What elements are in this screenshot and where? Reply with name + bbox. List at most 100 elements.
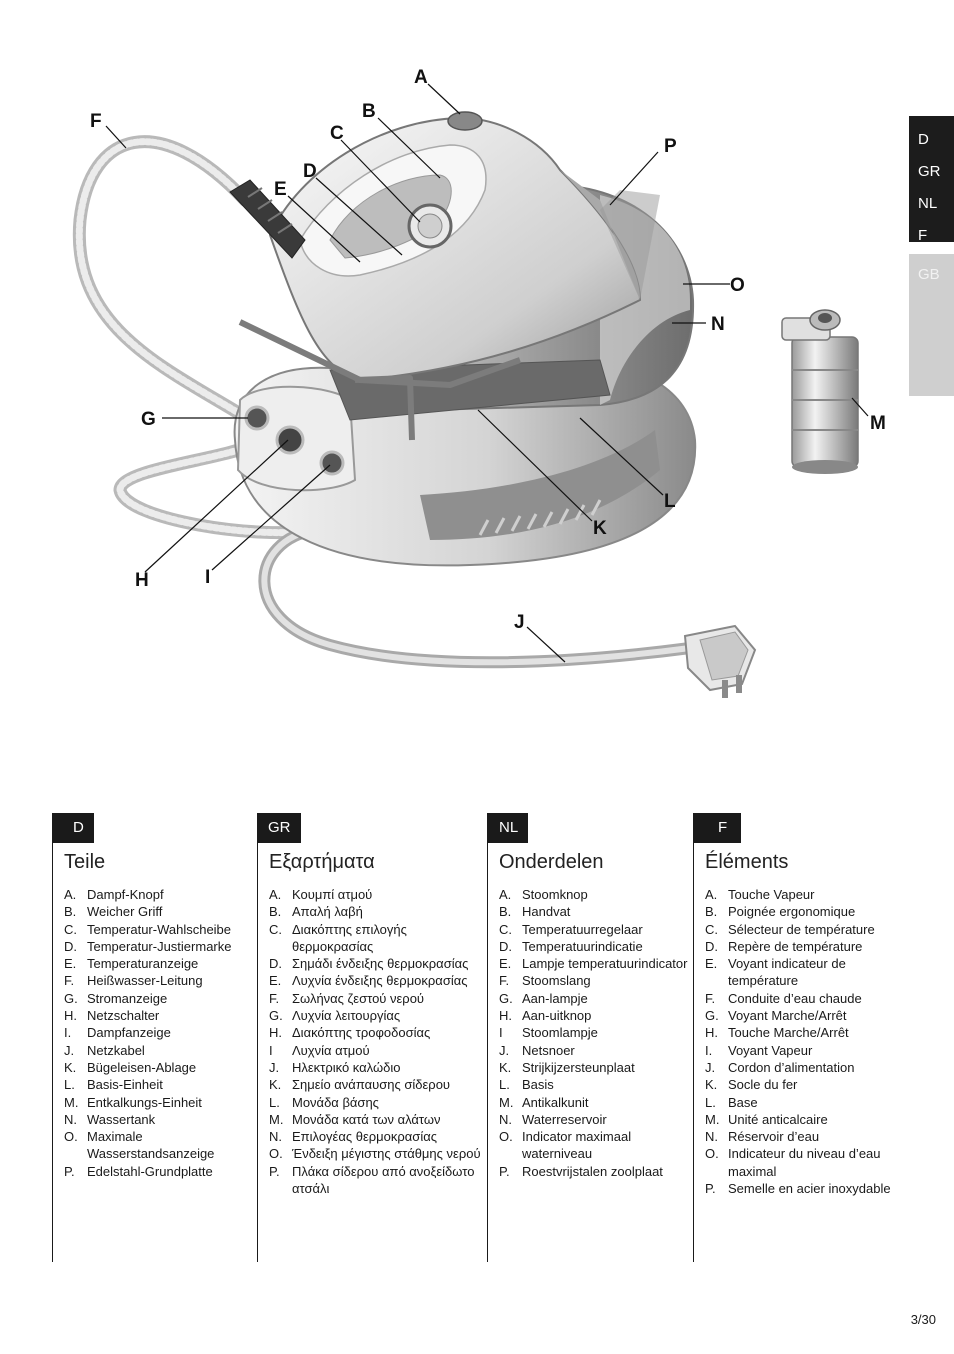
plug <box>683 624 757 698</box>
item-key: G. <box>705 1008 719 1024</box>
item-key: K. <box>499 1059 512 1075</box>
callout-d: D <box>303 161 317 182</box>
item-label: Socle du fer <box>728 1077 798 1093</box>
item-label: Ένδειξη μέγιστης στάθμης νερού <box>292 1146 481 1162</box>
item-label: Stoomlampje <box>522 1025 598 1041</box>
item-key: E. <box>269 973 282 989</box>
list-item: L.Basis <box>499 1076 690 1093</box>
callout-leader-lines <box>105 83 869 663</box>
item-label: Voyant Vapeur <box>728 1042 813 1058</box>
item-label: Sélecteur de température <box>728 921 875 937</box>
item-label: Ηλεκτρικό καλώδιο <box>292 1059 401 1075</box>
item-key: M. <box>64 1094 79 1110</box>
callout-p: P <box>664 136 677 157</box>
tab-gr[interactable]: GR <box>918 163 941 180</box>
item-key: K. <box>705 1077 718 1093</box>
tab-d[interactable]: D <box>918 131 929 148</box>
list-item: F.Stoomslang <box>499 972 690 989</box>
tab-f[interactable]: F <box>918 227 928 244</box>
list-item: C.Temperatuurregelaar <box>499 921 690 938</box>
item-label: Κουμπί ατμού <box>292 887 373 902</box>
section-title: Εξαρτήματα <box>269 851 375 873</box>
list-item: K.Bügeleisen-Ablage <box>64 1059 253 1076</box>
list-item: L.Basis-Einheit <box>64 1076 253 1093</box>
list-item: D.Σημάδι ένδειξης θερμοκρασίας <box>269 955 484 972</box>
item-label: Temperatuurregelaar <box>522 921 643 937</box>
list-item: N.Επιλογέας θερμοκρασίας <box>269 1128 484 1145</box>
item-label: Διακόπτης τροφοδοσίας <box>292 1025 431 1041</box>
item-key: O. <box>269 1146 283 1162</box>
item-key: E. <box>499 956 512 972</box>
item-key: N. <box>705 1129 718 1145</box>
item-key: B. <box>499 904 512 920</box>
item-label: Lampje temperatuurindicator <box>522 956 688 972</box>
list-item: B.Poignée ergonomique <box>705 903 906 920</box>
list-item: N.Wassertank <box>64 1111 253 1128</box>
item-label: Dampfanzeige <box>87 1025 171 1041</box>
item-label: Réservoir d’eau <box>728 1129 820 1145</box>
section-title: Teile <box>64 851 106 873</box>
item-key: I <box>499 1025 503 1041</box>
item-label: Σημείο ανάπαυσης σίδερου <box>292 1077 451 1093</box>
list-item: O.Indicateur du niveau d’eau maximal <box>705 1145 906 1180</box>
list-item: H.Netzschalter <box>64 1007 253 1024</box>
list-item: P.Edelstahl-Grundplatte <box>64 1163 253 1180</box>
list-item: C. Sélecteur de température <box>705 921 906 938</box>
item-key: E. <box>705 956 718 972</box>
item-label: Λυχνία ένδειξης θερμοκρασίας <box>292 973 468 989</box>
item-key: I. <box>64 1025 72 1041</box>
list-item: A.Κουμπί ατμού <box>269 886 484 903</box>
item-key: N. <box>269 1129 282 1145</box>
item-label: Stromanzeige <box>87 990 168 1006</box>
callout-j: J <box>514 612 525 633</box>
tab-nl[interactable]: NL <box>918 195 938 212</box>
item-label: Temperatur-Wahlscheibe <box>87 921 232 937</box>
list-item: O.Indicator maximaal waterniveau <box>499 1128 690 1163</box>
item-label: Edelstahl-Grundplatte <box>87 1163 213 1179</box>
list-item: C.Temperatur-Wahlscheibe <box>64 921 253 938</box>
callout-k: K <box>593 518 607 539</box>
tab-gb[interactable]: GB <box>909 254 954 396</box>
list-item: J.Netsnoer <box>499 1042 690 1059</box>
callout-n: N <box>711 314 725 335</box>
list-item: G.Stromanzeige <box>64 990 253 1007</box>
item-key: O. <box>64 1129 78 1145</box>
item-label: Πλάκα σίδερου από ανοξείδωτο ατσάλι <box>292 1163 475 1197</box>
list-item: M.Entkalkungs-Einheit <box>64 1094 253 1111</box>
item-key: F. <box>705 990 716 1006</box>
list-item: F.Conduite d’eau chaude <box>705 990 906 1007</box>
item-key: D. <box>64 938 77 954</box>
item-key: H. <box>705 1025 718 1041</box>
list-item: J.Cordon d’alimentation <box>705 1059 906 1076</box>
item-key: I <box>269 1042 273 1058</box>
list-item: E.Voyant indicateur de température <box>705 955 906 990</box>
language-badge: NL <box>488 813 529 843</box>
list-item: H.Διακόπτης τροφοδοσίας <box>269 1024 484 1041</box>
item-key: C. <box>705 921 718 937</box>
item-label: Basis-Einheit <box>87 1077 163 1093</box>
item-label: Heißwasser-Leitung <box>87 973 203 989</box>
list-item: D.Temperatur-Justiermarke <box>64 938 253 955</box>
list-item: F.Σωλήνας ζεστού νερού <box>269 990 484 1007</box>
callout-f: F <box>90 111 102 132</box>
item-key: F. <box>269 990 280 1006</box>
item-label: Netsnoer <box>522 1042 575 1058</box>
item-label: Base <box>728 1094 758 1110</box>
item-label: Cordon d’alimentation <box>728 1059 855 1075</box>
list-item: D.Repère de température <box>705 938 906 955</box>
list-item: G.Voyant Marche/Arrêt <box>705 1007 906 1024</box>
item-key: P. <box>499 1163 510 1179</box>
section-title: Éléments <box>705 851 789 873</box>
list-item: B.Weicher Griff <box>64 903 253 920</box>
callout-o: O <box>730 275 745 296</box>
item-label: Wassertank <box>87 1111 156 1127</box>
item-key: G. <box>499 990 513 1006</box>
list-item: C.Διακόπτης επιλογής θερμοκρασίας <box>269 921 484 956</box>
